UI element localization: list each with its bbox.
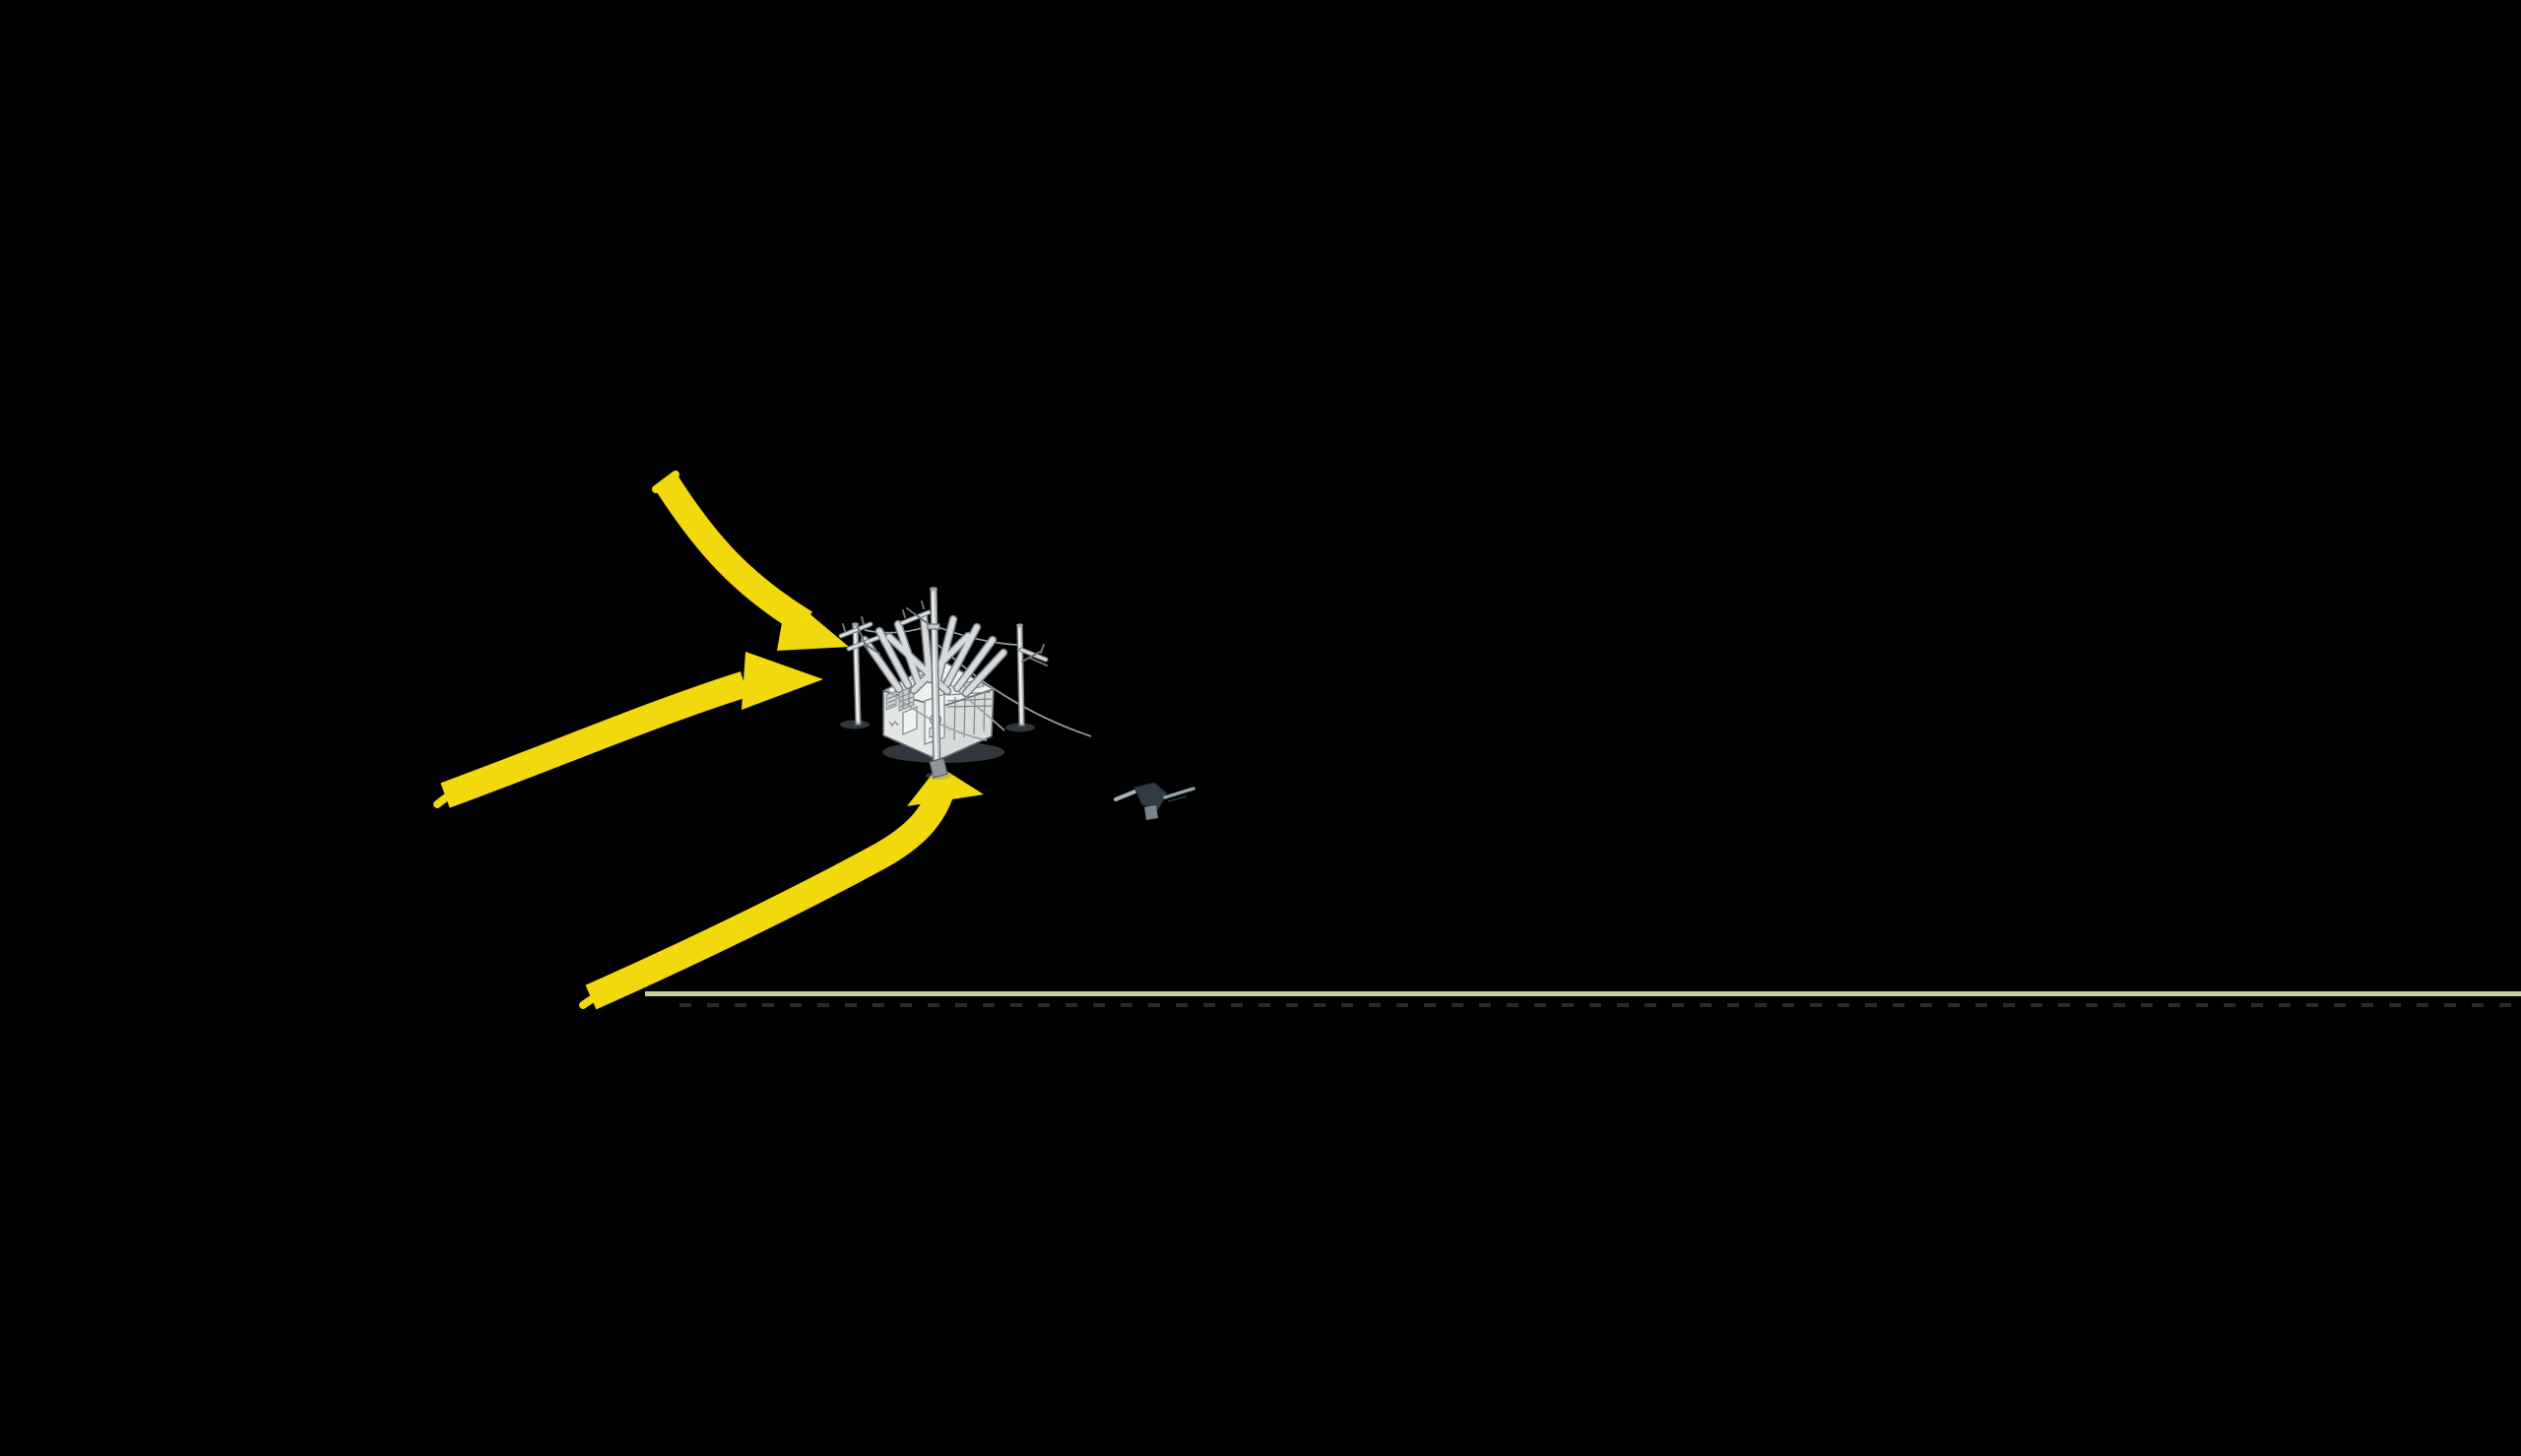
- debris-tab: [1144, 805, 1158, 820]
- left-pole-highlight: [854, 626, 859, 723]
- front-pole-collar: [927, 623, 940, 630]
- right-utility-pole: [1016, 623, 1049, 727]
- right-pole-cap: [1016, 623, 1023, 627]
- right-pole-highlight: [1018, 627, 1022, 724]
- front-pole-cap: [930, 587, 937, 591]
- left-pole-cap: [852, 622, 859, 626]
- front-pole-crossarm: [900, 610, 931, 625]
- horizon-group: [645, 991, 2521, 1007]
- building-window-hatch-lines: [886, 695, 896, 708]
- left-pole-crossarms: [839, 622, 879, 651]
- arrow-top-left-body: [654, 474, 813, 635]
- arrow-bottom-left-tail: [579, 988, 606, 1009]
- right-pole-shadow: [1005, 723, 1035, 732]
- front-pole-braces-pins: [902, 601, 930, 625]
- left-utility-pole: [838, 616, 880, 726]
- arrow-bottom-left-head: [907, 766, 984, 806]
- arrow-bottom-left-body: [585, 786, 954, 1010]
- arrow-middle-left: [433, 652, 823, 808]
- arrow-middle-left-tail: [433, 788, 458, 808]
- right-pole-pins-braces: [1021, 644, 1048, 666]
- building-scribble-mark: [888, 721, 899, 727]
- front-utility-pole: [899, 587, 948, 779]
- substation-illustration: [838, 587, 1196, 820]
- arrow-middle-left-body: [440, 671, 749, 808]
- power-wires: [864, 625, 1092, 741]
- arrow-middle-left-head: [742, 652, 823, 710]
- horizon-line: [645, 991, 2521, 996]
- roof-rod-cluster: [860, 611, 1008, 698]
- left-pole-shadow: [840, 720, 870, 729]
- arrow-top-left-head: [777, 595, 849, 651]
- left-pole-pins-braces: [842, 616, 880, 655]
- debris-dark-blob: [1133, 782, 1168, 810]
- building-board-lines: [953, 692, 986, 741]
- debris-right-stroke: [1163, 787, 1196, 799]
- arrow-top-left: [652, 471, 849, 651]
- annotation-arrows: [433, 471, 984, 1010]
- front-pole-highlight: [932, 591, 937, 774]
- debris-left-stroke: [1114, 789, 1139, 801]
- roof-rods-fill: [862, 613, 1006, 696]
- arrow-top-left-tail: [652, 471, 679, 493]
- debris-thin-stroke: [1167, 795, 1188, 802]
- debris-sketch: [1114, 782, 1196, 820]
- front-pole-base-cap: [929, 757, 948, 779]
- arrow-bottom-left: [579, 766, 984, 1010]
